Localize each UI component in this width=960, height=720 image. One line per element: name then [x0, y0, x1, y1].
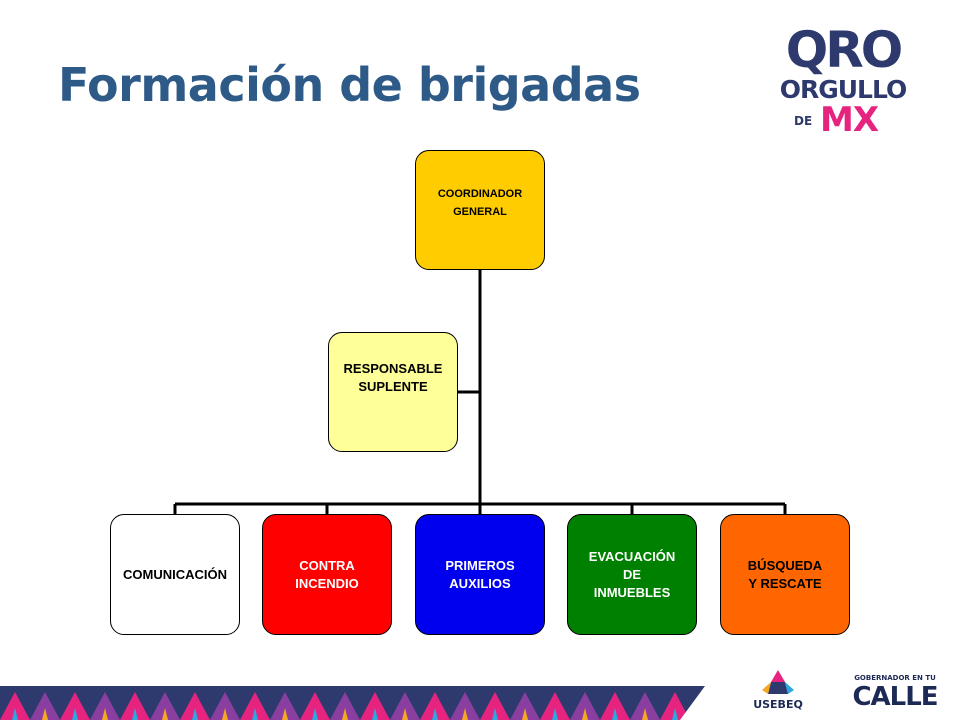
brigade-box-comunicacion: COMUNICACIÓN: [110, 514, 240, 635]
page-title: Formación de brigadas: [58, 58, 641, 112]
brigade-label: EVACUACIÓN DE INMUEBLES: [588, 548, 676, 600]
logo-orgullo-text: ORGULLO: [779, 75, 908, 104]
logo-de-text: DE: [794, 114, 813, 128]
brigade-box-primeros-auxilios: PRIMEROS AUXILIOS: [415, 514, 545, 635]
brigade-box-busqueda-rescate: BÚSQUEDA Y RESCATE: [720, 514, 850, 635]
brigade-label: CONTRA INCENDIO: [295, 557, 359, 591]
brigade-label: PRIMEROS AUXILIOS: [445, 557, 515, 591]
usebeq-logo: USEBEQ: [738, 668, 818, 716]
logo-qro-text: QRO: [785, 21, 904, 79]
substitute-box: RESPONSABLE SUPLENTE: [328, 332, 458, 452]
brigade-label: COMUNICACIÓN: [123, 566, 227, 582]
usebeq-text: USEBEQ: [753, 698, 803, 711]
coordinator-box: COORDINADOR GENERAL: [415, 150, 545, 270]
coordinator-label: COORDINADOR GENERAL: [437, 188, 523, 218]
gobernador-logo: GOBERNADOR EN TU CALLE: [845, 672, 945, 716]
substitute-label: RESPONSABLE SUPLENTE: [343, 361, 443, 394]
brigade-label: BÚSQUEDA Y RESCATE: [747, 557, 823, 591]
decorative-zigzag-band: [0, 686, 705, 720]
usebeq-emblem-icon: [762, 670, 794, 694]
gobernador-calle-text: CALLE: [852, 682, 938, 712]
gobernador-top-text: GOBERNADOR EN TU: [854, 674, 936, 682]
brigade-box-contra-incendio: CONTRA INCENDIO: [262, 514, 392, 635]
brigade-box-evacuacion: EVACUACIÓN DE INMUEBLES: [567, 514, 697, 635]
qro-orgullo-logo: QRO ORGULLO DE MX: [768, 22, 918, 140]
logo-mx-text: MX: [820, 100, 879, 140]
